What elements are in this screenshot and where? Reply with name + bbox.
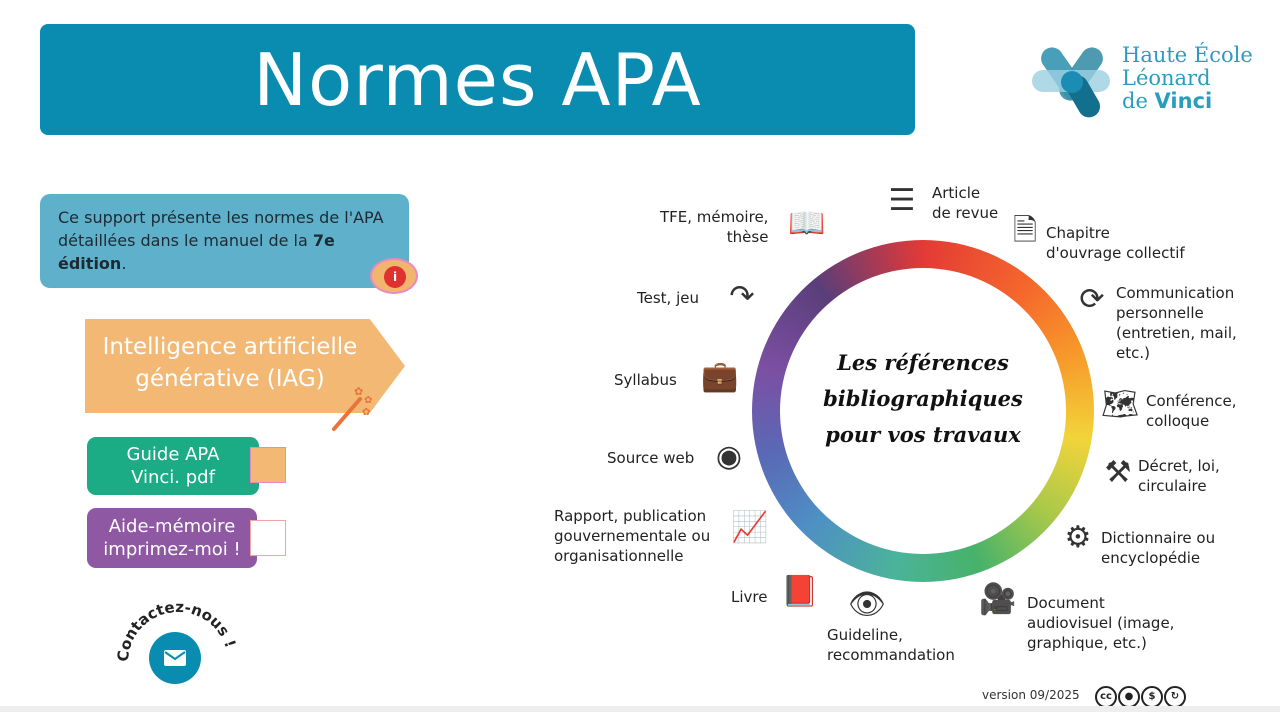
category-label[interactable]: Chapitre d'ouvrage collectif <box>1046 224 1185 262</box>
camera-icon: 🎥 <box>979 582 1017 617</box>
sticky-note-icon <box>250 520 286 556</box>
message-lines-icon: ☰ <box>888 183 916 218</box>
logo-star-icon <box>1032 47 1110 118</box>
aide-memoire-button[interactable]: Aide-mémoire imprimez-moi ! <box>87 508 257 568</box>
category-label[interactable]: Source web <box>607 449 695 467</box>
svg-text:✿: ✿ <box>364 395 372 406</box>
sa-icon: ↻ <box>1164 686 1186 708</box>
category-label[interactable]: Communication personnelle (entretien, ma… <box>1116 284 1237 362</box>
eye-icon: 👁 <box>847 587 887 622</box>
briefcase-icon: 💼 <box>701 359 739 394</box>
magic-wand-icon: ✿✿✿ <box>332 385 372 431</box>
guide-apa-pdf-button[interactable]: Guide APA Vinci. pdf <box>87 437 259 495</box>
category-label[interactable]: Livre <box>731 588 768 606</box>
document-icon: 🗎 <box>1012 213 1038 248</box>
gears-icon: ⚙ <box>1064 520 1092 555</box>
envelope-icon <box>164 650 186 666</box>
center-title: Les références bibliographiques pour vos… <box>823 350 1023 447</box>
iag-link[interactable]: Intelligence artificielle générative (IA… <box>85 319 405 431</box>
version-label: version 09/2025 <box>982 688 1080 702</box>
contact-button[interactable] <box>149 632 201 684</box>
category-label[interactable]: Rapport, publication gouvernementale ou … <box>554 507 711 565</box>
category-label[interactable]: TFE, mémoire, thèse <box>660 208 769 246</box>
category-label[interactable]: Article de revue <box>932 184 999 222</box>
gavel-icon: ⚒ <box>1104 455 1132 490</box>
category-label[interactable]: Test, jeu <box>637 289 699 307</box>
category-label[interactable]: Guideline, recommandation <box>827 626 955 664</box>
book-icon: 📕 <box>781 574 819 609</box>
category-label[interactable]: Dictionnaire ou encyclopédie <box>1101 529 1216 567</box>
chart-icon: 📈 <box>731 510 769 545</box>
map-icon: 🗺 <box>1100 387 1140 422</box>
info-icon: i <box>370 258 418 294</box>
nc-icon: $ <box>1141 686 1163 708</box>
category-label[interactable]: Décret, loi, circulaire <box>1138 457 1220 495</box>
category-label[interactable]: Document audiovisuel (image, graphique, … <box>1027 594 1175 652</box>
svg-text:✿: ✿ <box>354 385 363 398</box>
shapes-icon: ↷ <box>729 279 755 314</box>
tag-icon <box>250 447 286 483</box>
page-title: Normes APA <box>40 24 915 135</box>
signal-icon: ◉ <box>715 439 743 474</box>
cc-icon: cc <box>1095 686 1117 708</box>
category-label[interactable]: Conférence, colloque <box>1146 392 1237 430</box>
by-icon: ● <box>1118 686 1140 708</box>
svg-text:✿: ✿ <box>362 407 370 418</box>
open-book-icon: 📖 <box>788 206 826 241</box>
cycle-arrows-icon: ⟳ <box>1079 282 1105 317</box>
category-label[interactable]: Syllabus <box>614 371 677 389</box>
info-box: Ce support présente les normes de l'APA … <box>40 194 409 288</box>
license-badge: cc ● $ ↻ <box>1095 686 1186 708</box>
